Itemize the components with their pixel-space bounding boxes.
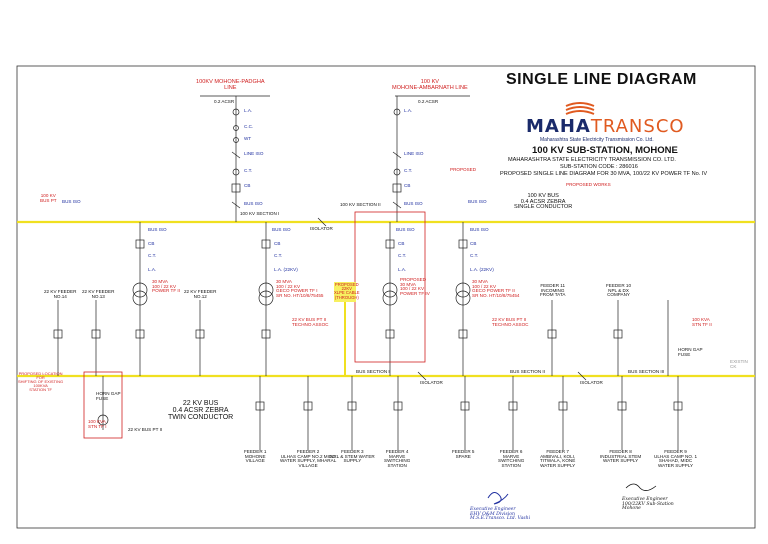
proposed-station-tf-box <box>83 371 123 439</box>
bus-22kv-section2: BUS SECTION II <box>510 369 545 374</box>
stamp-right: Executive Engineer 100/22KV Sub-Station … <box>622 497 674 512</box>
bus-pt-label-2: 22 KV BUS PT II TECHNO ASSOC <box>492 317 529 327</box>
right-line-label: 100 KV MOHONE-AMBARNATH LINE <box>392 79 468 91</box>
feeder-top-12: 22 KV FEEDER NO.12 <box>184 289 217 299</box>
feeder-bottom-5: FEEDER 5 SPARE <box>452 449 475 459</box>
feeder-top-13: 22 KV FEEDER NO.13 <box>82 289 115 299</box>
station-proposal: PROPOSED SINGLE LINE DIAGRAM FOR 30 MVA,… <box>500 171 708 177</box>
bay4-ct: C.T. <box>470 253 479 258</box>
station-code: SUB-STATION CODE : 286016 <box>560 164 638 170</box>
station-name: 100 KV SUB-STATION, MOHONE <box>532 145 678 156</box>
feeder-bottom-4: FEEDER 4 MARVE SWITCHING STATION <box>384 449 411 468</box>
incomer-line-iso-label: LINE ISO <box>244 151 264 156</box>
sheet-border <box>16 65 756 529</box>
bay1-ct: C.T. <box>148 253 157 258</box>
transformer-3-label: PROPOSED 30 MVA 100 / 22 KV POWER TF IV <box>400 277 430 296</box>
bay3-ct: C.T. <box>398 253 407 258</box>
bus-22kv-pt: 22 KV BUS PT II <box>128 427 163 432</box>
feeder-bottom-6: FEEDER 6 MARVE SWITCHING STATION <box>498 449 525 468</box>
bus-22kv-note: 22 KV BUS 0.4 ACSR ZEBRA TWIN CONDUCTOR <box>168 400 234 421</box>
proposed-cable-label: PROPOSED 22KV XLPE CABLE (THROUGH) <box>334 282 360 300</box>
incomer-wt-label: WT <box>244 136 252 141</box>
incomer2-bus-iso-label: BUS ISO <box>404 201 423 206</box>
incomer2-cb-label: CB <box>404 183 411 188</box>
logo-tagline: Maharashtra State Electricity Transmissi… <box>540 137 654 143</box>
bay2-ct: C.T. <box>274 253 283 258</box>
bay1-la: L.A. <box>148 267 157 272</box>
logo-brand: MAHATRANSCO <box>526 118 685 136</box>
feeder-bottom-9: FEEDER 9 ULHAS CAMP NO. 1 SHAHAD, MIDC W… <box>654 449 698 468</box>
station-tf-2: 100 KVA STN TF II <box>692 317 712 327</box>
bus-100kv-pt-right-iso: BUS ISO <box>468 199 487 204</box>
proposed-location-note: PROPOSED LOCATION FOR SHIFTING OF EXISTI… <box>18 371 64 392</box>
bus-100kv-isolator: ISOLATOR <box>310 226 333 231</box>
transformer-1-label: 30 MVA 100 / 22 KV POWER TF II <box>152 279 180 294</box>
transformer-2-iso: BUS ISO <box>272 227 291 232</box>
bay3-la: L.A. <box>398 267 407 272</box>
transformer-1-iso: BUS ISO <box>148 227 167 232</box>
incomer-cc-label: C.C. <box>244 124 254 129</box>
bus-pt-label-1: 22 KV BUS PT II TECHNO ASSOC <box>292 317 329 327</box>
incomer2-line-iso-label: LINE ISO <box>404 151 424 156</box>
incomer-la-label: L.A. <box>244 108 253 113</box>
logo-brand-a: MAHA <box>526 116 591 137</box>
transformer-4-label: 30 MVA 100 / 22 KV GECO POWER TF II SR N… <box>472 279 520 298</box>
transformer-4-iso: BUS ISO <box>470 227 489 232</box>
proposed-cable-highlight <box>334 282 356 302</box>
station-company: MAHARASHTRA STATE ELECTRICITY TRANSMISSI… <box>508 157 676 163</box>
bus-100kv-note: 100 KV BUS 0.4 ACSR ZEBRA SINGLE CONDUCT… <box>514 193 573 211</box>
signature-left <box>487 492 509 505</box>
feeder-top-14: 22 KV FEEDER NO.14 <box>44 289 77 299</box>
incomer2-ct-label: C.T. <box>404 168 413 173</box>
transformer-3-iso: BUS ISO <box>396 227 415 232</box>
bus-100kv-pt-left-iso: BUS ISO <box>62 199 81 204</box>
feeder-bottom-8: FEEDER 8 INDUSTRIAL STEM WATER SUPPLY <box>600 449 642 464</box>
bus-22kv-isolator-1: ISOLATOR <box>420 380 443 385</box>
bay4-cb: CB <box>470 241 477 246</box>
signature-right <box>625 483 657 491</box>
mahatransco-logo-mark <box>565 102 595 115</box>
feeder-bottom-1: FEEDER 1 MOHONE VILLAGE <box>244 449 267 464</box>
proposed-label: PROPOSED <box>450 167 477 172</box>
bus-22kv-section1: BUS SECTION I <box>356 369 390 374</box>
bay3-cb: CB <box>398 241 405 246</box>
logo-brand-b: TRANSCO <box>590 116 685 137</box>
left-line-conductor: 0.2 ACSR <box>214 99 235 104</box>
bus-22kv-isolator-2: ISOLATOR <box>580 380 603 385</box>
bus-100kv-pt-left: 100 KV BUS PT <box>40 193 57 203</box>
feeder-bottom-7: FEEDER 7 AMBIVALI, KOLI, TITWALA, KONE W… <box>540 449 576 468</box>
left-line-label: 100KV MOHONE-PADGHA LINE <box>196 79 265 91</box>
bay4-la: L.A. (22KV) <box>470 267 494 272</box>
horn-gap-fuse-right: HORN GAP FUSE <box>678 347 703 357</box>
bay2-cb: CB <box>274 241 281 246</box>
feeder-top-11: FEEDER 11 INCOMING FROM TATA <box>540 283 566 298</box>
incomer-cb-label: CB <box>244 183 251 188</box>
bus-22kv-existing: EXISTIN CK <box>730 359 748 369</box>
proposed-works-legend: PROPOSED WORKS <box>566 182 611 187</box>
incomer2-la-label: L.A. <box>404 108 413 113</box>
bay2-la: L.A. (22KV) <box>274 267 298 272</box>
feeder-bottom-3: FEEDER 3 NRL & STEM WATER SUPPLY <box>330 449 375 464</box>
bus-100kv-section2: 100 KV SECTION II <box>340 202 381 207</box>
incomer-ct-label: C.T. <box>244 168 253 173</box>
bus-22kv-section3: BUS SECTION III <box>628 369 665 374</box>
stamp-left: Executive Engineer EHV O&M Division M.S.… <box>470 507 531 522</box>
station-tf-1: 100 KVA STN TF I <box>88 419 107 429</box>
feeder-bottom-2: FEEDER 2 ULHAS CAMP NO.2 MIDC WATER SUPP… <box>280 449 337 468</box>
diagram-title: SINGLE LINE DIAGRAM <box>506 71 697 88</box>
incomer-bus-iso-label: BUS ISO <box>244 201 263 206</box>
horn-gap-fuse: HORN GAP FUSE <box>96 391 121 401</box>
right-line-conductor: 0.2 ACSR <box>418 99 439 104</box>
feeder-top-10: FEEDER 10 NPL & DX COMPANY <box>606 283 632 298</box>
transformer-2-label: 30 MVA 100 / 22 KV GECO POWER TF I SR NO… <box>276 279 324 298</box>
bay1-cb: CB <box>148 241 155 246</box>
bus-100kv-section1: 100 KV SECTION I <box>240 211 280 216</box>
